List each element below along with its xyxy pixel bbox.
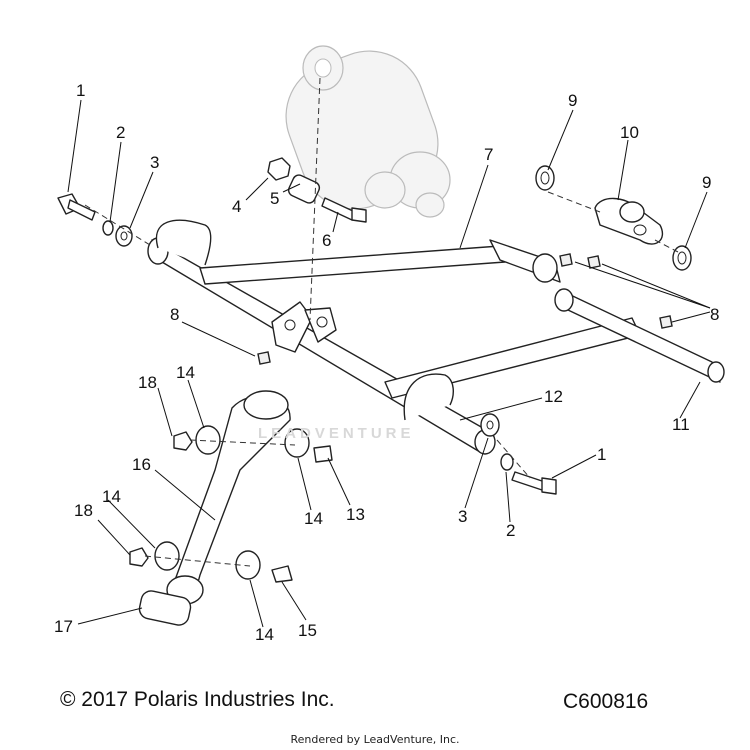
callout-3-right: 3	[458, 507, 467, 526]
callout-12: 12	[544, 387, 563, 406]
callout-18: 18	[138, 373, 157, 392]
callout-3: 3	[150, 153, 159, 172]
callout-17: 17	[54, 617, 73, 636]
callout-16: 16	[132, 455, 151, 474]
a-arm-assembly	[147, 219, 725, 455]
copyright-text: © 2017 Polaris Industries Inc.	[60, 688, 335, 711]
callout-14: 14	[176, 363, 195, 382]
callout-7: 7	[484, 145, 493, 164]
callout-11: 11	[672, 415, 690, 434]
callout-9-right: 9	[702, 173, 711, 192]
callout-2-right: 2	[506, 521, 515, 540]
callout-6: 6	[322, 231, 331, 250]
callout-15: 15	[298, 621, 317, 640]
callout-10: 10	[620, 123, 639, 142]
shock-absorber-ghost	[285, 45, 451, 218]
rendered-by-text: Rendered by LeadVenture, Inc.	[290, 733, 460, 746]
callout-13: 13	[346, 505, 365, 524]
callout-14-bottom: 14	[255, 625, 274, 644]
hardware-parts	[57, 157, 692, 495]
callout-9: 9	[568, 91, 577, 110]
link-assembly	[129, 390, 333, 626]
diagram-code: C600816	[563, 690, 649, 713]
callout-8: 8	[170, 305, 179, 324]
callout-8-right: 8	[710, 305, 719, 324]
callout-14-left: 14	[102, 487, 121, 506]
callout-labels: 1 2 3 4 5 6 7 8 9 10 11 12 13 14 15 16 1…	[54, 81, 719, 644]
callout-4: 4	[232, 197, 241, 216]
callout-14-mid: 14	[304, 509, 323, 528]
callout-2: 2	[116, 123, 125, 142]
watermark-text: LEADVENTURE	[258, 425, 415, 442]
callout-1: 1	[76, 81, 85, 100]
callout-1-right: 1	[597, 445, 606, 464]
leader-lines	[67, 77, 711, 628]
callout-5: 5	[270, 189, 279, 208]
callout-18-left: 18	[74, 501, 93, 520]
